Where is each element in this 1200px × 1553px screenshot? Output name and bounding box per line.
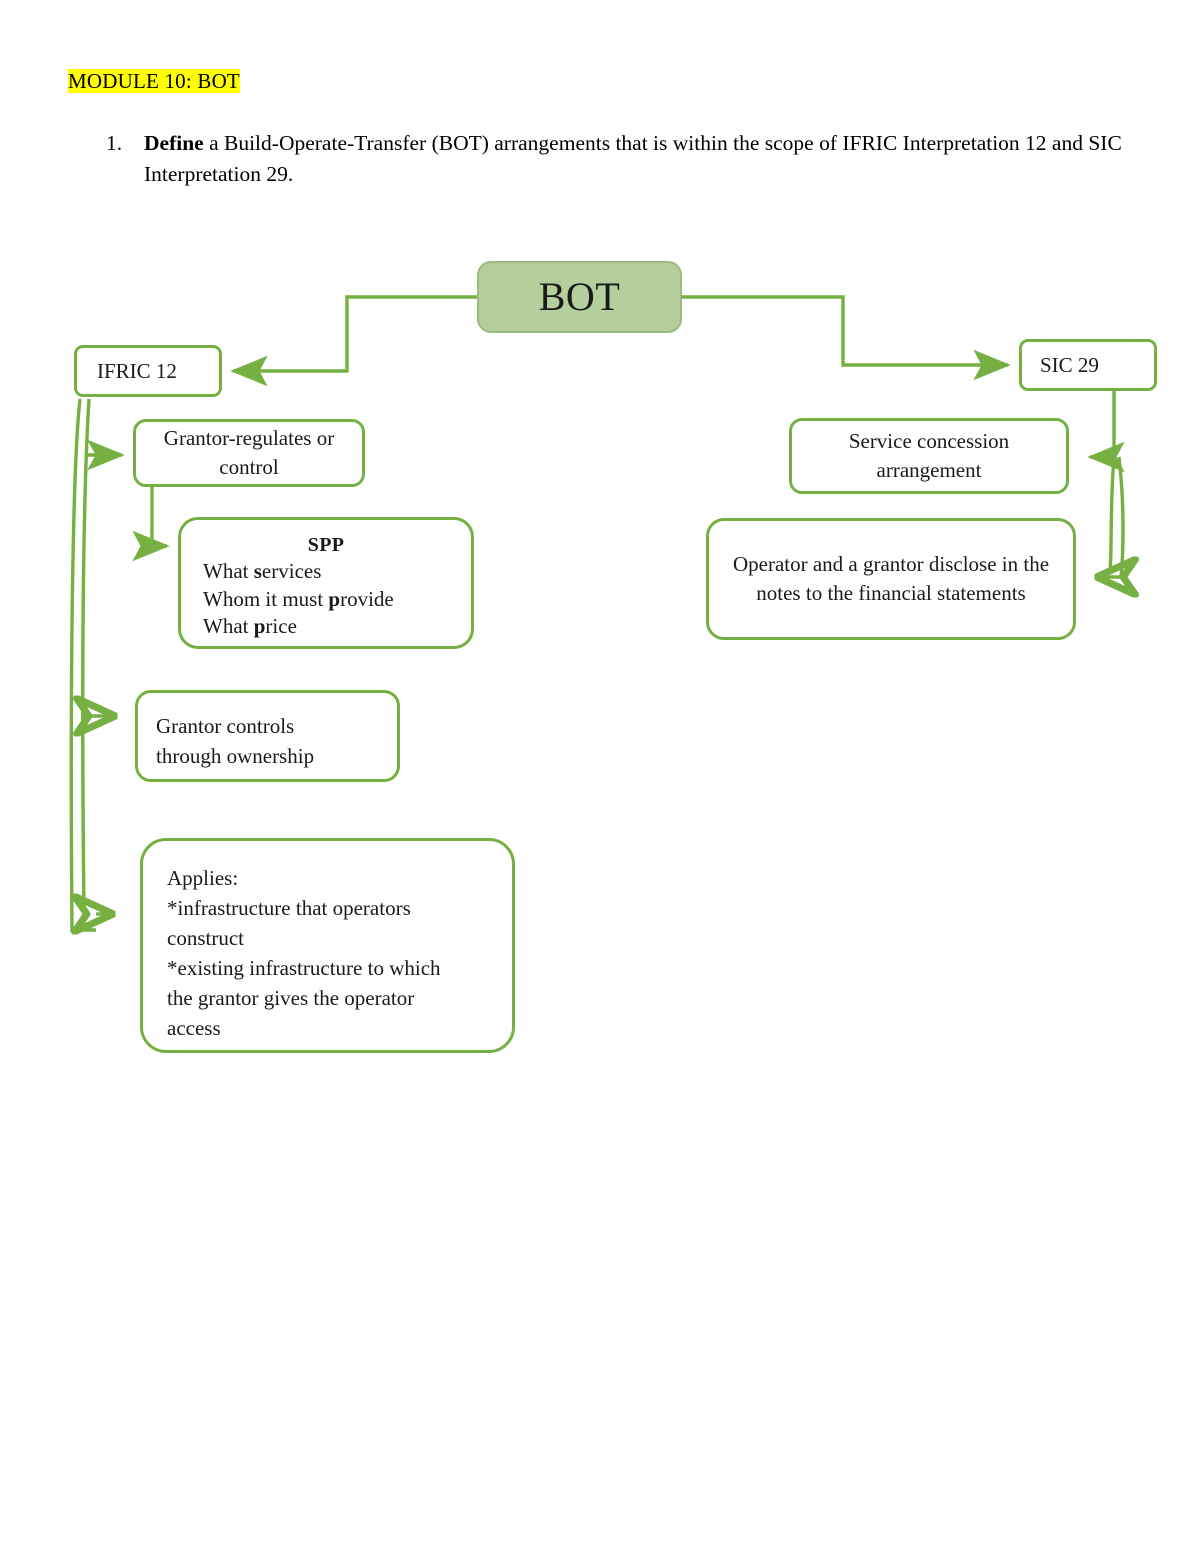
spp-line-suffix: rice [265, 614, 297, 638]
node-service-concession-label: Service concession arrangement [848, 429, 1010, 482]
spp-line-bold: s [253, 559, 262, 583]
node-applies-label: Applies: *infrastructure that operators … [167, 866, 441, 1040]
node-bot[interactable]: BOT [477, 261, 682, 333]
node-spp-title: SPP [307, 534, 345, 556]
node-service-concession-arrangement[interactable]: Service concession arrangement [789, 418, 1069, 494]
list-item: 1. Define a Build-Operate-Transfer (BOT) … [100, 128, 1140, 190]
list-item-text: a Build-Operate-Transfer (BOT) arrangeme… [144, 131, 1122, 186]
node-grantor-regulates-or-control[interactable]: Grantor-regulates or control [133, 419, 365, 487]
list-item-lead: Define [144, 131, 204, 155]
node-ifric-12[interactable]: IFRIC 12 [74, 345, 222, 397]
spp-line: What price [203, 613, 471, 641]
node-spp-lines: What services Whom it must provide What … [181, 558, 471, 641]
node-sic-29[interactable]: SIC 29 [1019, 339, 1157, 391]
node-grantor-controls-through-ownership[interactable]: Grantor controls through ownership [135, 690, 400, 782]
document-header: MODULE 10: BOT [68, 68, 1138, 95]
spp-line: What services [203, 558, 471, 586]
edge-ifric12-trunk-outer [69, 398, 96, 932]
spp-line-suffix: rovide [340, 586, 394, 611]
node-ifric-12-label: IFRIC 12 [97, 358, 177, 383]
node-spp[interactable]: SPP What services Whom it must provide W… [178, 517, 474, 649]
list-item-marker: 1. [106, 131, 123, 155]
node-sic-29-label: SIC 29 [1040, 352, 1099, 377]
edge-sic29-trunk-lower-2 [1108, 456, 1116, 573]
spp-line-prefix: Whom it must [203, 586, 329, 611]
question-list: 1. Define a Build-Operate-Transfer (BOT) … [100, 128, 1140, 190]
edge-grantor-regulates-to-spp [132, 487, 170, 562]
node-bot-label: BOT [538, 274, 621, 319]
page-title: MODULE 10: BOT [68, 69, 240, 93]
spp-line: Whom it must provide [203, 586, 471, 614]
edge-ifric12-trunk-inner [81, 398, 91, 917]
node-operator-disclose-label: Operator and a grantor disclose in the n… [732, 552, 1050, 605]
node-grantor-controls-label: Grantor controls through ownership [156, 714, 315, 768]
node-grantor-regulates-label: Grantor-regulates or control [163, 426, 335, 479]
edge-bot-to-ifric12 [230, 295, 477, 387]
node-operator-grantor-disclose[interactable]: Operator and a grantor disclose in the n… [706, 518, 1076, 640]
spp-line-prefix: What [203, 614, 254, 638]
spp-line-bold: p [328, 586, 341, 611]
edge-bot-to-sic29 [682, 295, 1011, 381]
node-applies[interactable]: Applies: *infrastructure that operators … [140, 838, 515, 1053]
spp-line-suffix: ervices [261, 559, 322, 583]
edge-sic29-trunk-lower [1098, 456, 1123, 577]
spp-line-bold: p [253, 614, 266, 638]
spp-line-prefix: What [203, 559, 254, 583]
